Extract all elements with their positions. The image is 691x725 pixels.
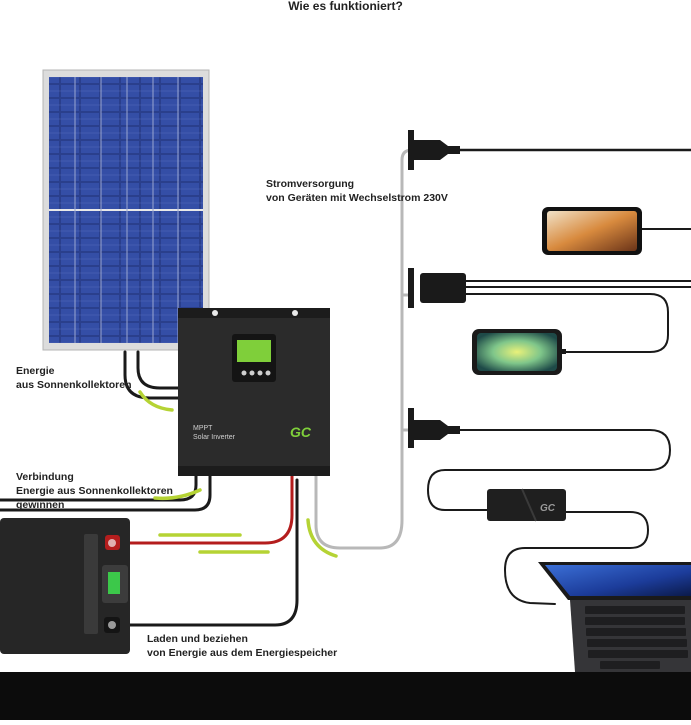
label-line: Stromversorgung — [266, 178, 355, 190]
label-line: Laden und beziehen — [147, 633, 248, 645]
adapter-logo: GC — [540, 503, 556, 514]
outlet-plugs — [408, 130, 466, 448]
page-title: Wie es funktioniert? — [288, 0, 403, 13]
label-ac-supply: Stromversorgung von Geräten mit Wechsels… — [266, 177, 448, 205]
bottom-bar — [0, 672, 691, 720]
cables — [0, 148, 691, 627]
inverter — [178, 308, 330, 476]
inverter-label-1: MPPT — [193, 425, 213, 432]
label-energy-panels: Energie aus Sonnenkollektoren — [16, 364, 132, 392]
label-line: Energie aus Sonnenkollektoren — [16, 485, 173, 497]
laptop — [538, 562, 691, 672]
energy-arrows — [138, 390, 338, 558]
label-line: Verbindung — [16, 471, 74, 483]
smartphone — [542, 207, 642, 255]
iphone — [472, 329, 566, 375]
inverter-label-2: Solar Inverter — [193, 434, 236, 441]
label-line: von Geräten mit Wechselstrom 230V — [266, 192, 448, 204]
label-line: aus Sonnenkollektoren — [16, 379, 132, 391]
label-line: von Energie aus dem Energiespeicher — [147, 647, 338, 659]
label-line: Energie — [16, 365, 55, 377]
red-cable — [113, 468, 294, 545]
solar-panel — [42, 69, 210, 351]
label-storage: Laden und beziehen von Energie aus dem E… — [147, 632, 337, 660]
label-connection: Verbindung Energie aus Sonnenkollektoren… — [16, 470, 173, 512]
label-line: gewinnen — [16, 499, 65, 511]
battery — [0, 518, 130, 654]
power-adapter — [487, 488, 566, 522]
inverter-logo: GC — [290, 424, 312, 440]
